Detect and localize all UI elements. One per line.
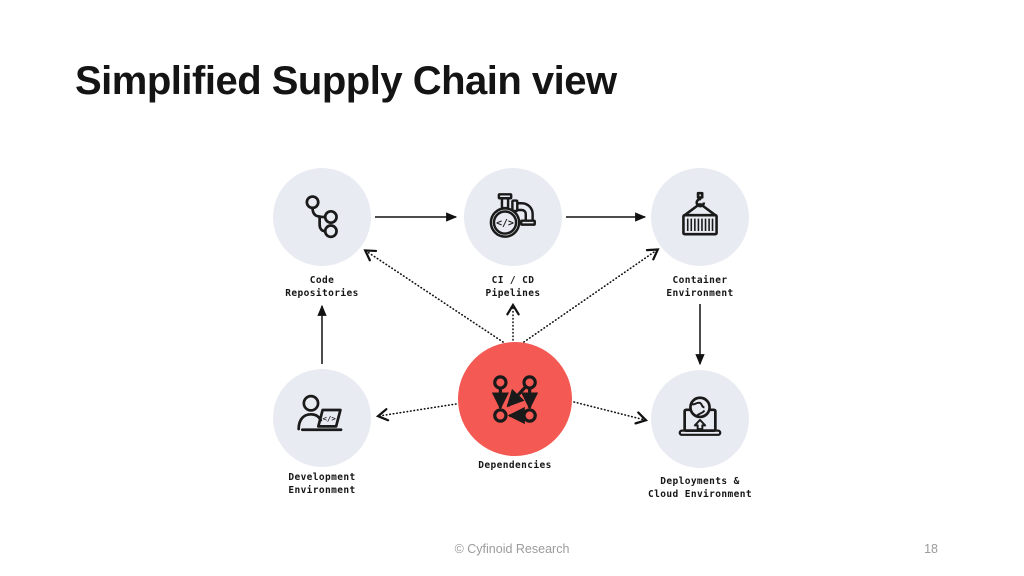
- page-number: 18: [924, 542, 938, 556]
- label-cicd-pipelines: CI / CD Pipelines: [403, 274, 623, 300]
- code-glyph: </>: [496, 218, 514, 229]
- edge-deps-to-deploy: [573, 401, 649, 425]
- label-line: Environment: [666, 288, 734, 299]
- container-crane-icon: [682, 191, 718, 236]
- node-code-repositories: [273, 168, 371, 266]
- label-deployments-cloud-environment: Deployments & Cloud Environment: [590, 475, 810, 501]
- label-line: Container: [672, 275, 728, 286]
- node-container-environment: [651, 168, 749, 266]
- developer-laptop-icon: </>: [297, 394, 343, 432]
- label-dependencies: Dependencies: [405, 459, 625, 472]
- node-deployments-cloud-environment: [651, 370, 749, 468]
- edge-deps-to-dev: [375, 403, 457, 422]
- deploy-laptop-globe-icon: [678, 396, 722, 436]
- label-line: Deployments &: [660, 476, 740, 487]
- page-title: Simplified Supply Chain view: [75, 59, 617, 103]
- node-development-environment: </>: [273, 369, 371, 467]
- footer-copyright: © Cyfinoid Research: [454, 542, 570, 556]
- label-line: Code: [309, 275, 335, 286]
- git-branch-icon: [305, 195, 338, 239]
- code-glyph: </>: [322, 414, 336, 423]
- node-cicd-pipelines: </>: [464, 168, 562, 266]
- label-line: Dependencies: [478, 460, 552, 471]
- label-line: Repositories: [285, 288, 359, 299]
- label-line: Environment: [288, 485, 356, 496]
- dependency-graph-icon: [491, 375, 539, 425]
- label-line: CI / CD: [491, 275, 535, 286]
- label-line: Cloud Environment: [647, 489, 753, 500]
- label-line: Pipelines: [485, 288, 541, 299]
- node-dependencies: [458, 342, 572, 456]
- pipeline-icon: </>: [489, 193, 536, 238]
- label-line: Development: [288, 472, 356, 483]
